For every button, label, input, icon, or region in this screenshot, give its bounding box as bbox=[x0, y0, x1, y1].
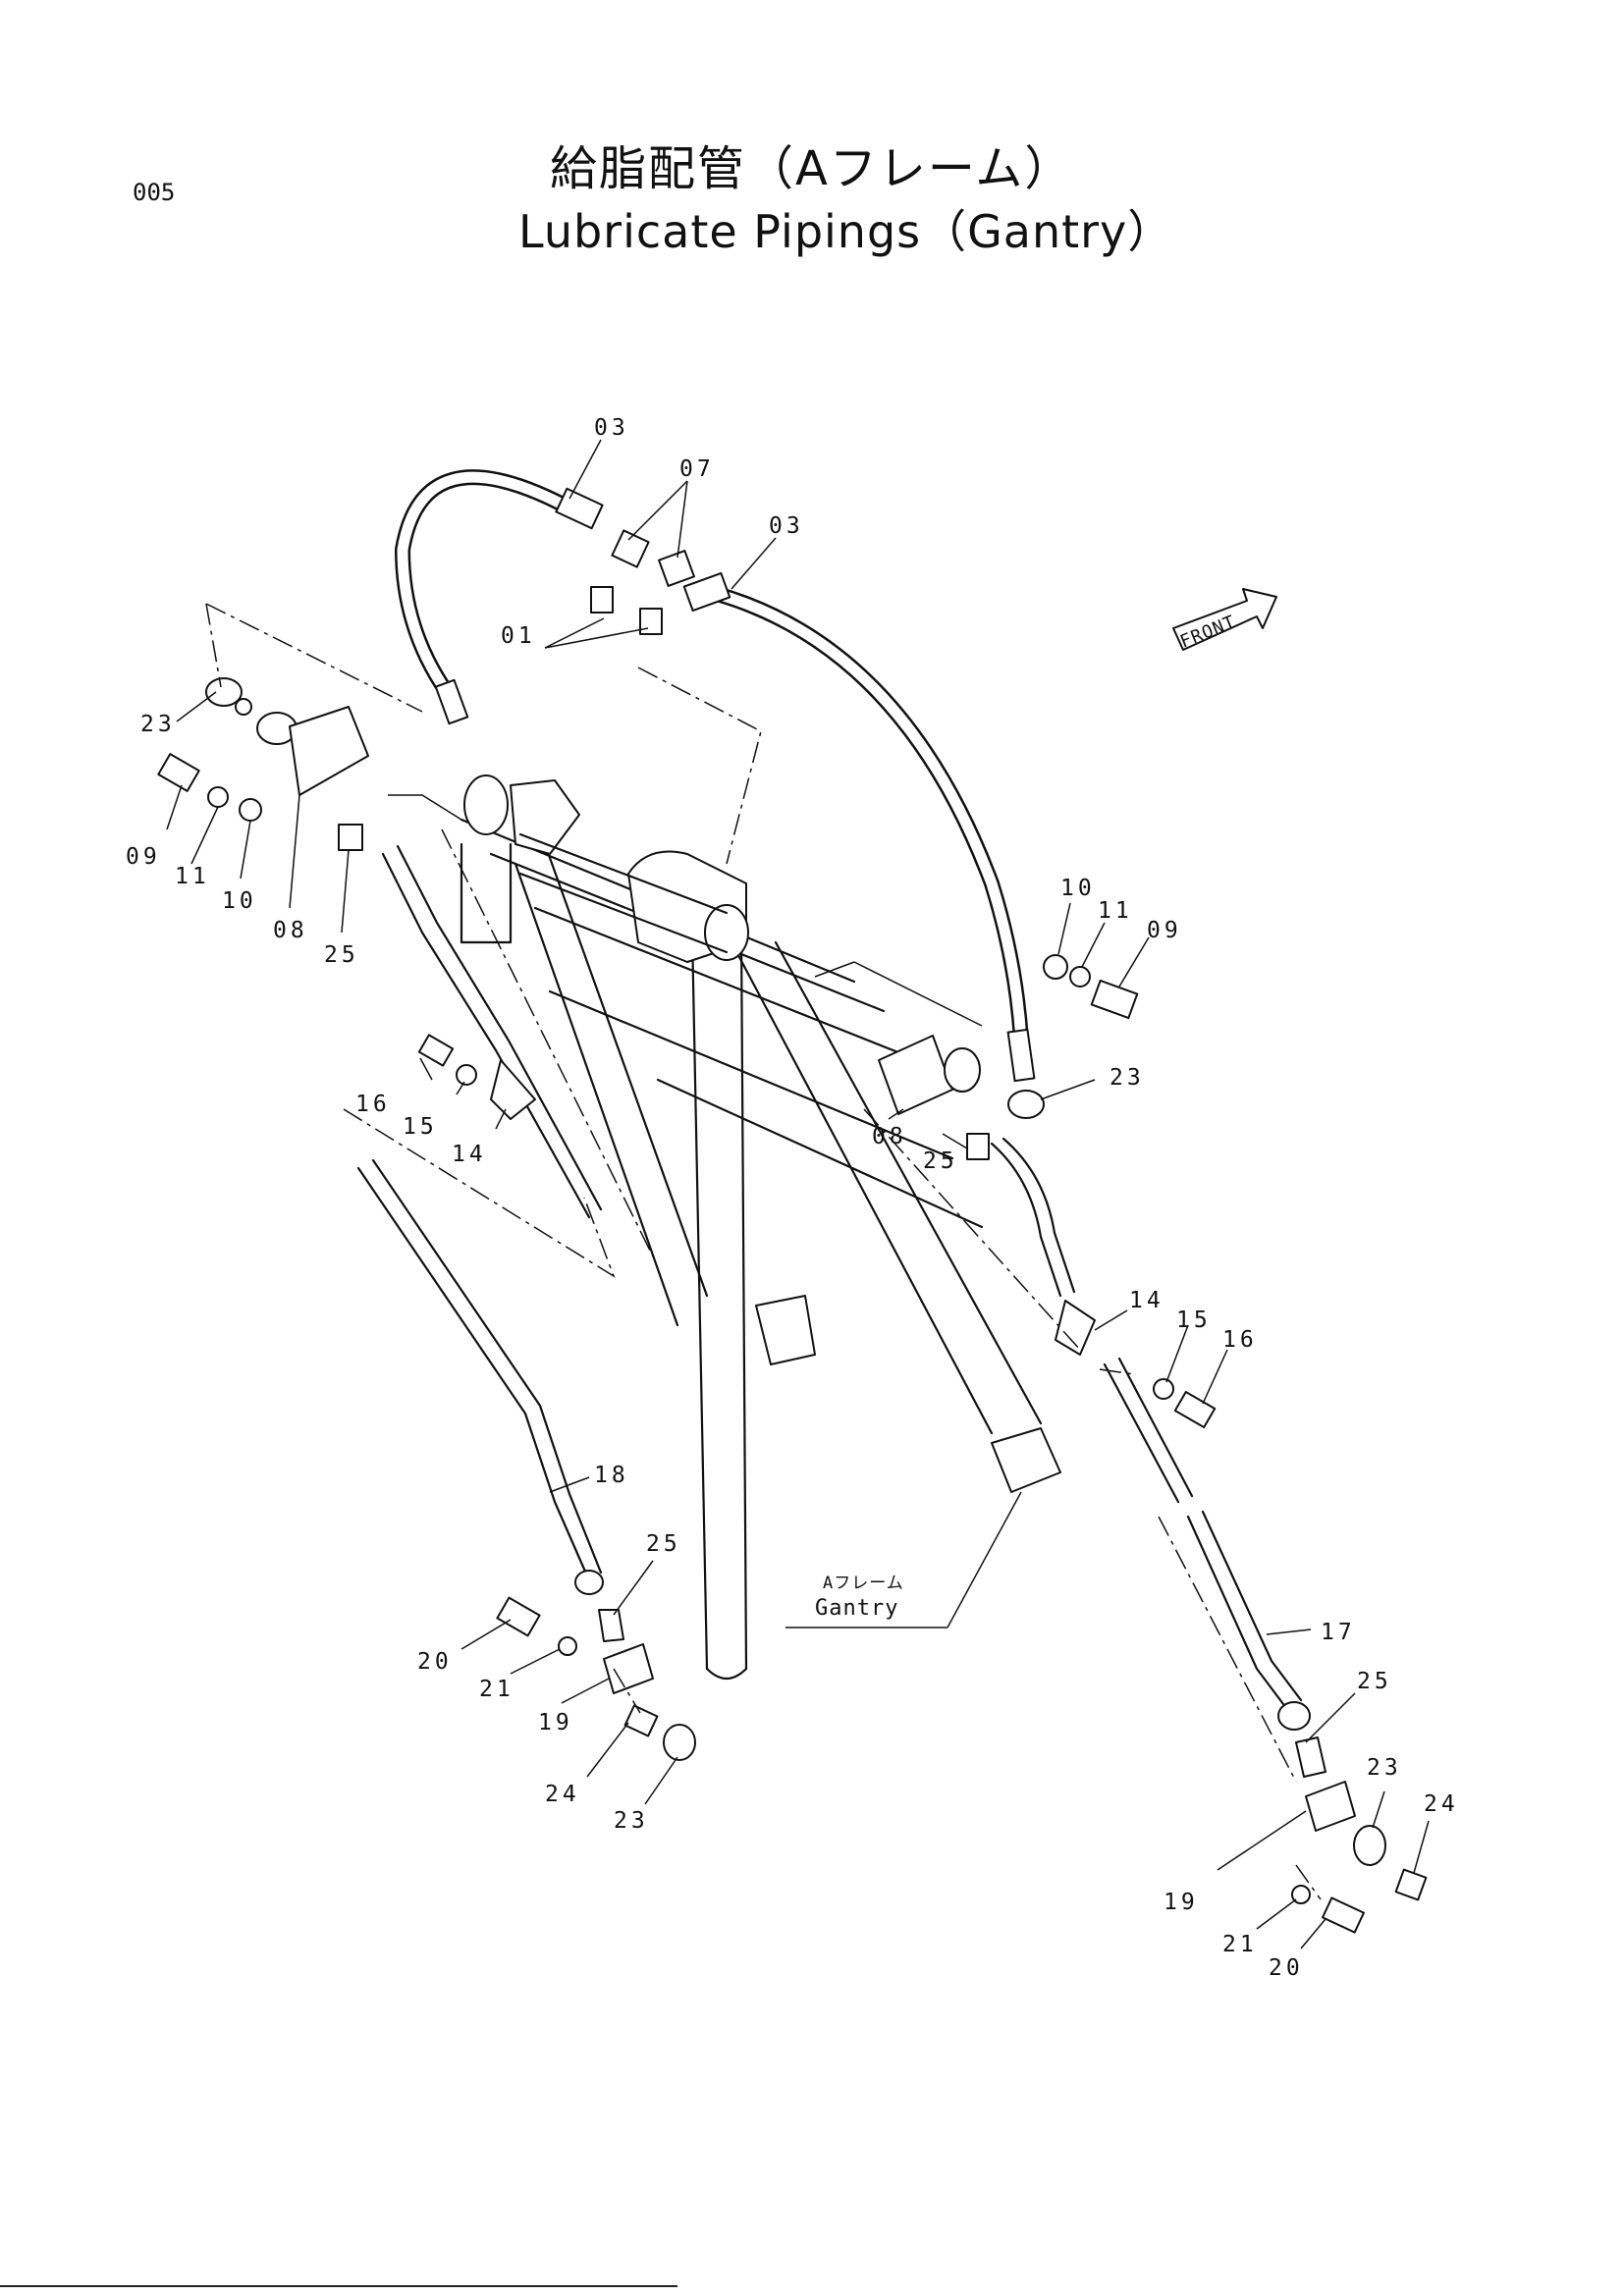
callout-15-right: 15 bbox=[1176, 1308, 1212, 1333]
bottom-rule bbox=[0, 2285, 677, 2287]
callout-16-right: 16 bbox=[1222, 1327, 1258, 1353]
gantry-label-en: Gantry bbox=[815, 1596, 898, 1621]
callout-25-right-upper: 25 bbox=[923, 1148, 958, 1174]
callout-23-left-upper: 23 bbox=[140, 712, 176, 737]
callout-15-left: 15 bbox=[403, 1114, 438, 1140]
callout-16-left: 16 bbox=[355, 1092, 391, 1117]
callout-25-left-lower: 25 bbox=[646, 1531, 681, 1557]
front-arrow-icon: FRONT bbox=[1172, 588, 1277, 653]
gantry-callout: Aフレーム Gantry bbox=[785, 1491, 1022, 1629]
upper-hose-left bbox=[394, 469, 572, 725]
callout-21-right: 21 bbox=[1222, 1932, 1258, 1957]
left-bracket-cluster bbox=[157, 677, 369, 851]
gantry-label-jp: Aフレーム bbox=[823, 1574, 904, 1593]
callout-18: 18 bbox=[594, 1463, 629, 1488]
callout-19-right: 19 bbox=[1164, 1890, 1199, 1915]
coupling-parts bbox=[555, 487, 731, 635]
bottom-left-fittings bbox=[496, 1596, 696, 1761]
callout-23-left-lower: 23 bbox=[614, 1808, 649, 1834]
right-bracket-cluster bbox=[878, 954, 1139, 1160]
callout-09-right: 09 bbox=[1147, 918, 1182, 943]
gantry-frame bbox=[460, 774, 1061, 1681]
callout-24-right: 24 bbox=[1424, 1791, 1459, 1817]
callout-19-left: 19 bbox=[538, 1710, 573, 1735]
callout-labels: 03 07 03 01 23 09 11 10 08 25 10 11 09 2… bbox=[126, 415, 1459, 1981]
title-japanese: 給脂配管（Aフレーム） bbox=[550, 141, 1074, 196]
callout-25-right-lower: 25 bbox=[1357, 1669, 1392, 1694]
centre-lines bbox=[205, 603, 1322, 1900]
callout-25-left-upper: 25 bbox=[324, 942, 359, 968]
callout-24-left: 24 bbox=[545, 1782, 580, 1807]
callout-23-right-upper: 23 bbox=[1110, 1065, 1145, 1091]
right-long-pipe-17 bbox=[1186, 1510, 1311, 1731]
leader-lines bbox=[166, 439, 1430, 1949]
callout-14-right: 14 bbox=[1129, 1288, 1164, 1313]
callout-03-upper-right: 03 bbox=[769, 513, 804, 539]
left-mid-pipe bbox=[381, 844, 603, 1219]
left-long-pipe-18 bbox=[356, 1158, 604, 1595]
callout-10-left: 10 bbox=[222, 888, 257, 914]
callout-07: 07 bbox=[679, 456, 715, 482]
callout-11-left: 11 bbox=[175, 864, 210, 889]
callout-01: 01 bbox=[501, 623, 536, 649]
callout-14-left: 14 bbox=[452, 1142, 487, 1167]
callout-11-right: 11 bbox=[1098, 898, 1133, 924]
right-mid-pipe bbox=[990, 1137, 1217, 1504]
callout-17: 17 bbox=[1321, 1620, 1356, 1645]
callout-09-left: 09 bbox=[126, 844, 161, 870]
callout-03-upper-left: 03 bbox=[594, 415, 629, 441]
callout-08-left: 08 bbox=[273, 918, 308, 943]
callout-10-right: 10 bbox=[1060, 876, 1096, 901]
callout-23-right-lower: 23 bbox=[1367, 1755, 1402, 1781]
callout-20-right: 20 bbox=[1269, 1955, 1304, 1981]
callout-08-right: 08 bbox=[872, 1124, 907, 1149]
page-number: 005 bbox=[133, 179, 176, 206]
callout-20-left: 20 bbox=[417, 1649, 453, 1675]
bottom-right-fittings bbox=[1291, 1736, 1428, 1934]
title-english: Lubricate Pipings（Gantry） bbox=[518, 205, 1174, 258]
upper-hose-right bbox=[709, 586, 1036, 1083]
callout-21-left: 21 bbox=[479, 1677, 514, 1702]
